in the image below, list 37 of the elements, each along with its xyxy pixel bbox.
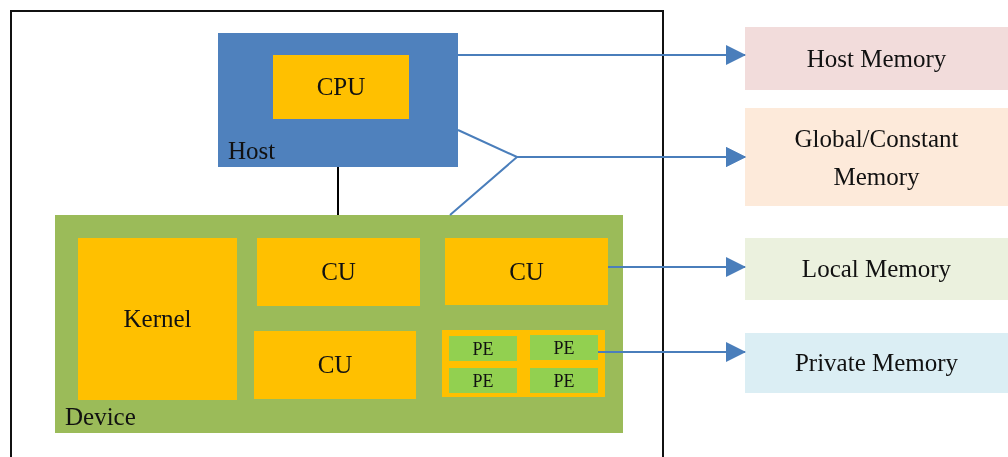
box-text: Kernel bbox=[123, 304, 192, 335]
compute-unit-box bbox=[445, 238, 608, 305]
box-text: Private Memory bbox=[794, 348, 959, 379]
arrow bbox=[457, 45, 746, 65]
memory-box bbox=[745, 27, 1008, 90]
box-text: PE bbox=[553, 336, 575, 359]
memory-box bbox=[745, 108, 1008, 206]
box-text: Local Memory bbox=[801, 254, 952, 285]
memory-box bbox=[745, 238, 1008, 300]
compute-unit-box bbox=[257, 238, 420, 306]
box-text: Global/Constant Memory bbox=[793, 123, 960, 192]
box-text: CPU bbox=[316, 72, 366, 103]
processing-element-box bbox=[449, 336, 517, 361]
box-text: CU bbox=[509, 256, 544, 287]
compute-unit-box bbox=[442, 330, 605, 397]
processing-element-box bbox=[449, 368, 517, 393]
box-label: Host bbox=[228, 137, 276, 165]
box-text: CU bbox=[321, 257, 356, 288]
connector-line bbox=[337, 166, 339, 216]
cpu-box bbox=[273, 55, 409, 119]
compute-unit-box bbox=[254, 331, 416, 399]
box-text: PE bbox=[553, 369, 575, 392]
arrow bbox=[607, 257, 746, 277]
device-box bbox=[55, 215, 623, 433]
box-text: PE bbox=[472, 369, 494, 392]
box-text: CU bbox=[317, 350, 353, 381]
processing-element-box bbox=[530, 368, 598, 393]
memory-box bbox=[745, 333, 1008, 393]
host-box bbox=[218, 33, 458, 167]
processing-element-box bbox=[530, 335, 598, 360]
box-text: Host Memory bbox=[806, 43, 947, 74]
box-label: Device bbox=[65, 403, 136, 431]
arrow bbox=[597, 342, 746, 362]
kernel-box bbox=[78, 238, 237, 400]
frame-box bbox=[10, 10, 664, 457]
arrow bbox=[449, 147, 746, 216]
box-text: PE bbox=[472, 337, 494, 360]
